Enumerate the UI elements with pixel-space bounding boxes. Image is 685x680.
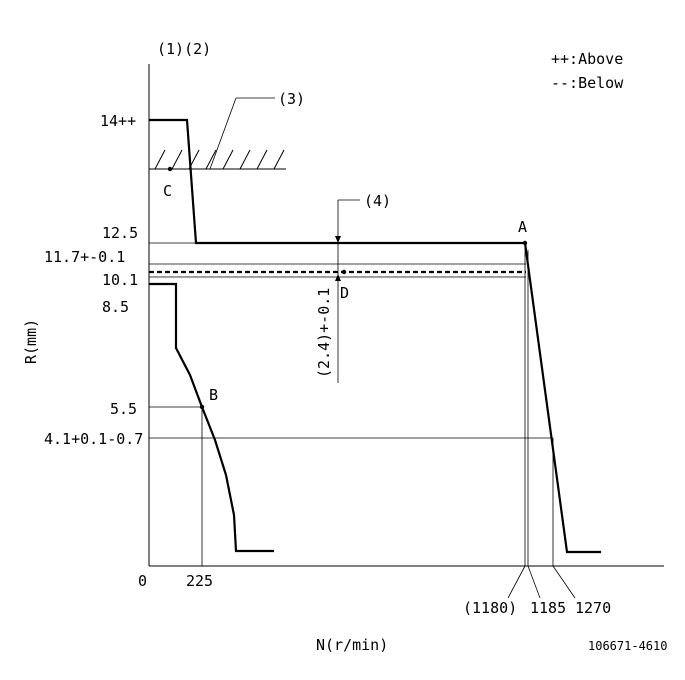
y-tick-12-5: 12.5 [102, 224, 138, 242]
callout-3-label: (3) [278, 90, 305, 108]
lower-solid-curve [149, 282, 274, 553]
point-b-marker [199, 404, 205, 410]
x-tick-0: 0 [138, 572, 147, 590]
stopper-hatch [149, 149, 286, 170]
point-d-label: D [340, 284, 349, 302]
y-axis-label: R(mm) [22, 319, 40, 364]
label-1-2: (1)(2) [157, 40, 211, 58]
x-axis-label: N(r/min) [316, 636, 388, 654]
y-tick-10-1: 10.1 [102, 271, 138, 289]
leader-1270 [552, 565, 576, 599]
callout-4-arrow-top [335, 236, 341, 243]
y-tick-8-5: 8.5 [102, 298, 129, 316]
leader-1180 [507, 565, 526, 599]
callout-4-arrow-bottom [335, 274, 341, 281]
y-tick-5-5: 5.5 [110, 400, 137, 418]
leader-1185 [527, 565, 541, 599]
point-d-marker [341, 269, 347, 275]
x-tick-1180: (1180) [463, 599, 517, 617]
upper-solid-curve [149, 118, 601, 554]
x-tick-1185: 1185 [530, 599, 566, 617]
point-a-marker [522, 240, 528, 246]
point-c-label: C [163, 182, 172, 200]
legend-above: ++:Above [551, 50, 623, 68]
y-tick-11-7: 11.7+-0.1 [44, 248, 125, 266]
y-tick-4-1: 4.1+0.1-0.7 [44, 430, 143, 448]
point-b-label: B [209, 386, 218, 404]
point-a-label: A [518, 218, 527, 236]
point-c-marker [167, 166, 173, 172]
callout-4-label: (4) [364, 192, 391, 210]
legend-below: --:Below [551, 74, 624, 92]
doc-id: 106671-4610 [588, 639, 667, 653]
callout-3-leader [209, 97, 237, 170]
y-tick-14: 14++ [100, 112, 136, 130]
vertical-dimension-label: (2.4)+-0.1 [315, 288, 333, 378]
x-tick-1270: 1270 [575, 599, 611, 617]
x-tick-225: 225 [186, 572, 213, 590]
